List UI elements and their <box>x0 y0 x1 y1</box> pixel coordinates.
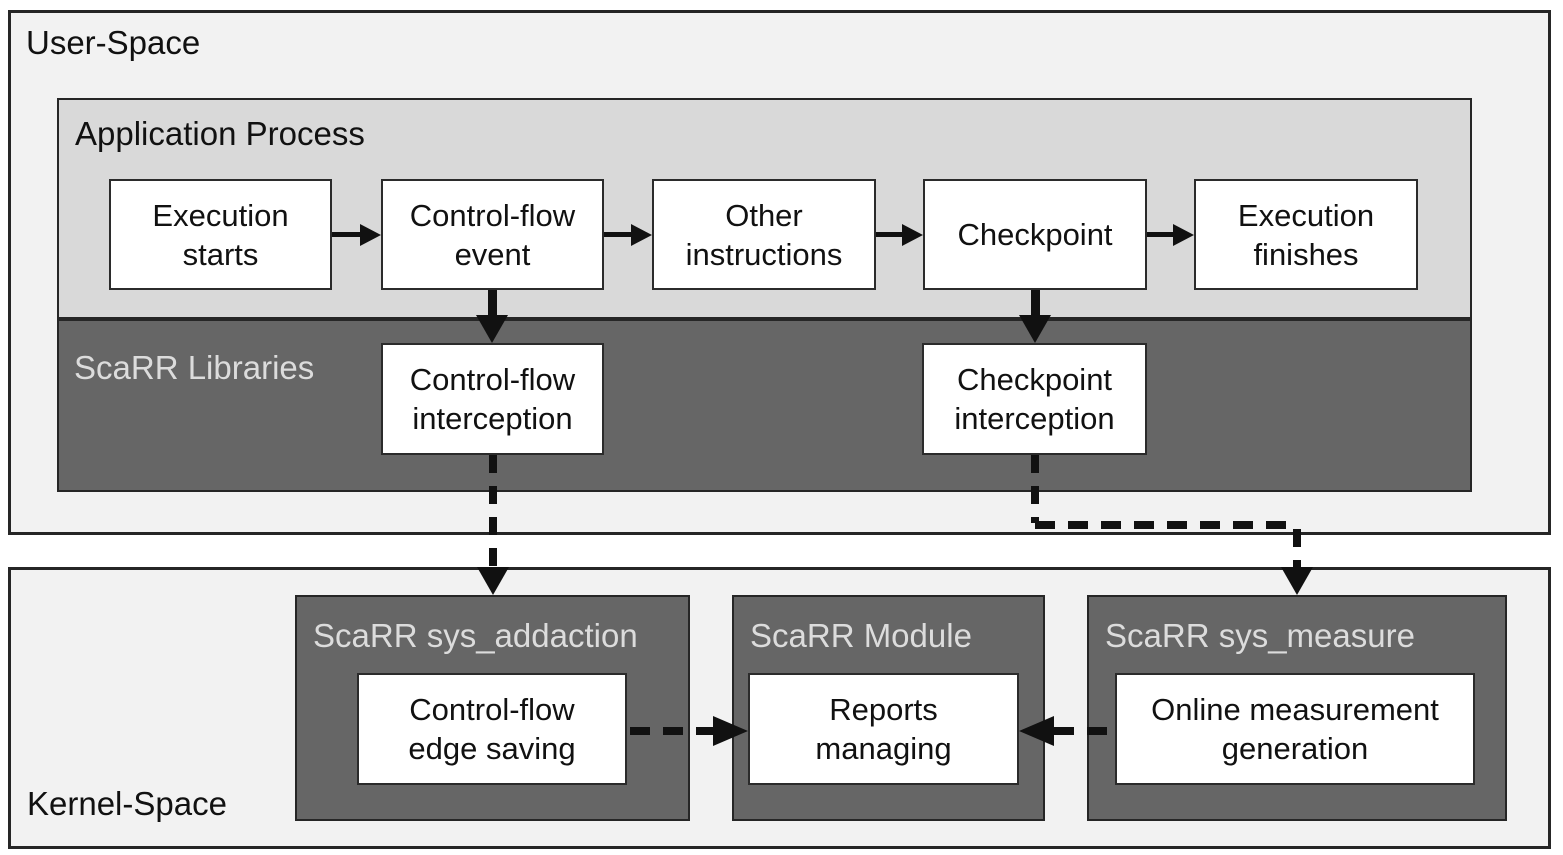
arrow-event-to-other-shaft <box>604 232 632 237</box>
dashed-arrow-checkpoint-interception-segment-2 <box>1035 521 1297 529</box>
dashed-arrow-interception-to-addaction-shaft <box>489 455 497 567</box>
dashed-arrow-interception-to-addaction-head <box>477 567 509 595</box>
dashed-arrow-checkpoint-interception-head <box>1281 567 1313 595</box>
node-online-measurement-generation: Online measurement generation <box>1115 673 1475 785</box>
arrow-checkpoint-to-finishes-shaft <box>1147 232 1174 237</box>
dashed-arrow-edge-saving-to-reports-shaft <box>630 727 713 735</box>
node-control-flow-interception: Control-flow interception <box>381 343 604 455</box>
scarr-libraries-label: ScaRR Libraries <box>74 349 315 386</box>
node-execution-finishes: Execution finishes <box>1194 179 1418 290</box>
application-process-label: Application Process <box>75 115 365 152</box>
dashed-arrow-edge-saving-to-reports-head <box>713 716 748 746</box>
arrow-event-to-other-head <box>631 224 652 246</box>
node-checkpoint: Checkpoint <box>923 179 1147 290</box>
arrow-checkpoint-to-interception-shaft <box>1031 290 1040 316</box>
arrow-starts-to-event-shaft <box>332 232 361 237</box>
dashed-arrow-online-to-reports-shaft <box>1054 727 1115 735</box>
arrow-checkpoint-to-finishes-head <box>1173 224 1194 246</box>
scarr-module-title: ScaRR Module <box>750 617 972 654</box>
dashed-arrow-checkpoint-interception-segment-3 <box>1293 529 1301 567</box>
arrow-event-to-interception-shaft <box>488 290 497 316</box>
sys-measure-title: ScaRR sys_measure <box>1105 617 1415 654</box>
node-control-flow-event: Control-flow event <box>381 179 604 290</box>
node-reports-managing: Reports managing <box>748 673 1019 785</box>
arrow-other-to-checkpoint-shaft <box>876 232 903 237</box>
sys-addaction-title: ScaRR sys_addaction <box>313 617 638 654</box>
dashed-arrow-checkpoint-interception-segment-1 <box>1031 455 1039 523</box>
arrow-event-to-interception-head <box>476 315 508 343</box>
kernel-space-label: Kernel-Space <box>27 785 227 822</box>
node-checkpoint-interception: Checkpoint interception <box>922 343 1147 455</box>
scarr-libraries-panel <box>57 319 1472 492</box>
arrow-starts-to-event-head <box>360 224 381 246</box>
node-execution-starts: Execution starts <box>109 179 332 290</box>
arrow-checkpoint-to-interception-head <box>1019 315 1051 343</box>
user-space-label: User-Space <box>26 24 201 61</box>
dashed-arrow-online-to-reports-head <box>1019 716 1054 746</box>
node-control-flow-edge-saving: Control-flow edge saving <box>357 673 627 785</box>
arrow-other-to-checkpoint-head <box>902 224 923 246</box>
node-other-instructions: Other instructions <box>652 179 876 290</box>
